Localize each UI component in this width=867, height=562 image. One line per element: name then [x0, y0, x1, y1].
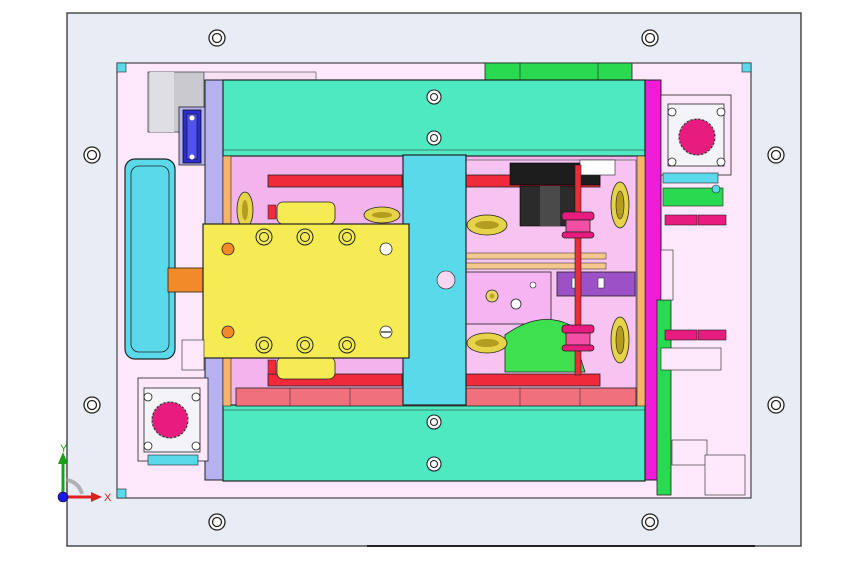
- mounting-hole-icon[interactable]: [767, 146, 785, 164]
- flange-icon: [561, 211, 595, 239]
- mounting-hole-icon[interactable]: [208, 29, 226, 47]
- mounting-hole-icon[interactable]: [641, 513, 659, 531]
- pulley-icon: [466, 332, 508, 354]
- triad-x-label: X: [104, 492, 112, 504]
- mounting-hole-icon[interactable]: [426, 130, 442, 146]
- pulley-icon: [236, 191, 254, 229]
- red-bar-bottom-right: [465, 373, 601, 387]
- mounting-hole-icon[interactable]: [426, 414, 442, 430]
- coordinate-triad-icon: Y X: [57, 443, 112, 504]
- mounting-hole-icon[interactable]: [208, 513, 226, 531]
- left-cyan-slot: [124, 158, 176, 360]
- flange-icon: [151, 401, 189, 439]
- flange-icon: [561, 324, 595, 352]
- red-bar-top-left: [267, 174, 403, 188]
- central-cyan-bar: [402, 154, 467, 406]
- pulley-icon: [466, 214, 508, 236]
- pulley-icon: [610, 316, 630, 364]
- pulley-icon: [363, 206, 401, 224]
- top-green-plate: [484, 62, 633, 82]
- triad-y-label: Y: [60, 443, 68, 455]
- base-mounting-holes: [83, 29, 785, 531]
- mounting-hole-icon[interactable]: [83, 146, 101, 164]
- mounting-hole-icon[interactable]: [83, 396, 101, 414]
- orange-pin-left: [167, 267, 205, 293]
- mounting-hole-icon[interactable]: [641, 29, 659, 47]
- pulley-icon: [610, 181, 630, 229]
- flange-icon: [678, 118, 716, 156]
- violet-slider: [556, 271, 636, 297]
- yellow-main-block: [202, 223, 410, 359]
- mounting-hole-icon[interactable]: [426, 456, 442, 472]
- mounting-hole-icon[interactable]: [426, 89, 442, 105]
- mounting-hole-icon[interactable]: [767, 396, 785, 414]
